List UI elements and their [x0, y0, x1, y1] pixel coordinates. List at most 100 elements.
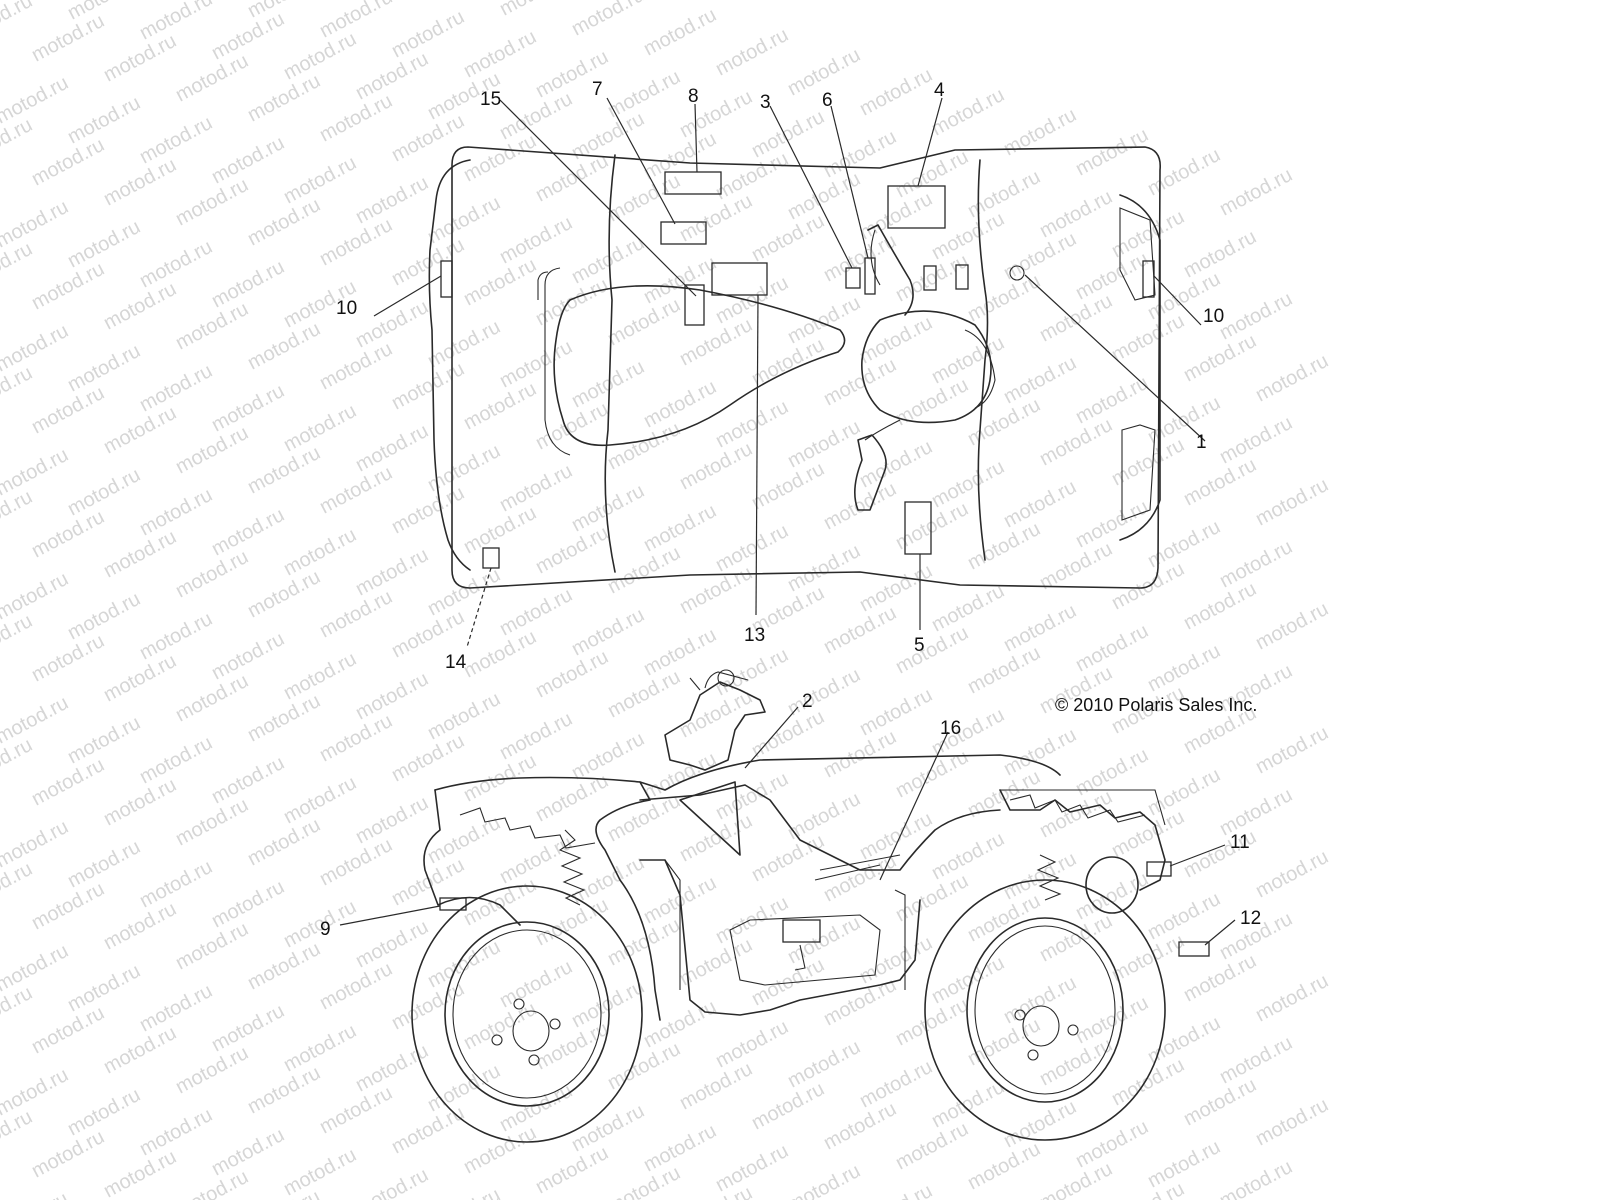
watermark-text: motod.ru — [856, 312, 936, 368]
watermark-text: motod.ru — [856, 932, 936, 988]
watermark-text: motod.ru — [172, 670, 252, 726]
callout-10-right: 10 — [1203, 306, 1224, 327]
watermark-text: motod.ru — [172, 422, 252, 478]
watermark-text: motod.ru — [136, 360, 216, 416]
watermark-text: motod.ru — [1216, 164, 1296, 220]
watermark-text: motod.ru — [820, 478, 900, 534]
watermark-text: motod.ru — [280, 772, 360, 828]
watermark-text: motod.ru — [1072, 620, 1152, 676]
watermark-text: motod.ru — [460, 254, 540, 310]
atv-top-view — [373, 97, 1206, 648]
watermark-text: motod.ru — [1072, 496, 1152, 552]
watermark-text: motod.ru — [1180, 950, 1260, 1006]
watermark-text: motod.ru — [712, 24, 792, 80]
watermark-text: motod.ru — [0, 196, 72, 252]
watermark-text: motod.ru — [100, 650, 180, 706]
watermark-text: motod.ru — [1180, 578, 1260, 634]
watermark-text: motod.ru — [0, 72, 72, 128]
watermark-text: motod.ru — [28, 258, 108, 314]
watermark-text: motod.ru — [604, 666, 684, 722]
watermark-text: motod.ru — [352, 916, 432, 972]
watermark-text: motod.ru — [1108, 310, 1188, 366]
watermark-text: motod.ru — [172, 1042, 252, 1098]
watermark-text: motod.ru — [1216, 288, 1296, 344]
watermark-text: motod.ru — [1036, 186, 1116, 242]
watermark-text: motod.ru — [964, 766, 1044, 822]
watermark-text: motod.ru — [496, 212, 576, 268]
watermark-text: motod.ru — [280, 1144, 360, 1200]
watermark-text: motod.ru — [748, 458, 828, 514]
watermark-text: motod.ru — [496, 584, 576, 640]
watermark-text: motod.ru — [964, 270, 1044, 326]
watermark-text: motod.ru — [676, 686, 756, 742]
atv-side-view — [339, 669, 1236, 1143]
watermark-text: motod.ru — [316, 214, 396, 270]
watermark-text: motod.ru — [280, 1020, 360, 1076]
watermark-text: motod.ru — [748, 334, 828, 390]
watermark-text: motod.ru — [172, 50, 252, 106]
watermark-text: motod.ru — [316, 0, 396, 42]
watermark-text: motod.ru — [316, 90, 396, 146]
watermark-text: motod.ru — [676, 810, 756, 866]
watermark-text: motod.ru — [280, 648, 360, 704]
watermark-text: motod.ru — [64, 1084, 144, 1140]
watermark-text: motod.ru — [964, 394, 1044, 450]
watermark-text: motod.ru — [352, 792, 432, 848]
watermark-text: motod.ru — [856, 684, 936, 740]
watermark-text: motod.ru — [100, 898, 180, 954]
watermark-text: motod.ru — [532, 894, 612, 950]
watermark-text: motod.ru — [712, 1140, 792, 1196]
watermark-text: motod.ru — [0, 0, 36, 46]
callout-2: 2 — [802, 691, 813, 712]
watermark-text: motod.ru — [1144, 392, 1224, 448]
watermark-text: motod.ru — [892, 746, 972, 802]
watermark-text: motod.ru — [1072, 868, 1152, 924]
watermark-text: motod.ru — [64, 92, 144, 148]
watermark-text: motod.ru — [496, 460, 576, 516]
watermark-text: motod.ru — [820, 1098, 900, 1154]
watermark-text: motod.ru — [100, 1146, 180, 1200]
watermark-text: motod.ru — [1108, 434, 1188, 490]
watermark-text: motod.ru — [64, 712, 144, 768]
watermark-text: motod.ru — [640, 624, 720, 680]
watermark-text: motod.ru — [1000, 352, 1080, 408]
watermark-text: motod.ru — [280, 28, 360, 84]
watermark-text: motod.ru — [1000, 972, 1080, 1028]
watermark-text: motod.ru — [784, 1160, 864, 1200]
watermark-text: motod.ru — [460, 998, 540, 1054]
watermark-text: motod.ru — [1036, 786, 1116, 842]
watermark-text: motod.ru — [316, 462, 396, 518]
callout-4: 4 — [934, 80, 945, 101]
watermark-text: motod.ru — [712, 768, 792, 824]
watermark-text: motod.ru — [316, 586, 396, 642]
watermark-text: motod.ru — [244, 690, 324, 746]
watermark-text: motod.ru — [460, 502, 540, 558]
watermark-text: motod.ru — [244, 70, 324, 126]
watermark-text: motod.ru — [784, 168, 864, 224]
watermark-text: motod.ru — [568, 0, 648, 40]
watermark-text: motod.ru — [28, 382, 108, 438]
watermark-text: motod.ru — [784, 1036, 864, 1092]
watermark-text: motod.ru — [424, 936, 504, 992]
watermark-text: motod.ru — [712, 396, 792, 452]
watermark-text: motod.ru — [820, 602, 900, 658]
watermark-text: motod.ru — [1036, 414, 1116, 470]
watermark-text: motod.ru — [244, 938, 324, 994]
watermark-text: motod.ru — [1072, 992, 1152, 1048]
watermark-text: motod.ru — [208, 132, 288, 188]
watermark-text: motod.ru — [352, 1040, 432, 1096]
watermark-text: motod.ru — [316, 1082, 396, 1138]
watermark-text: motod.ru — [640, 128, 720, 184]
watermark-text: motod.ru — [100, 1022, 180, 1078]
watermark-text: motod.ru — [136, 0, 216, 44]
watermark-text: motod.ru — [460, 626, 540, 682]
watermark-text: motod.ru — [964, 1138, 1044, 1194]
watermark-text: motod.ru — [388, 978, 468, 1034]
watermark-text: motod.ru — [928, 208, 1008, 264]
watermark-text: motod.ru — [1144, 888, 1224, 944]
watermark-text: motod.ru — [496, 336, 576, 392]
watermark-text: motod.ru — [136, 608, 216, 664]
watermark-text: motod.ru — [28, 506, 108, 562]
watermark-text: motod.ru — [1072, 248, 1152, 304]
